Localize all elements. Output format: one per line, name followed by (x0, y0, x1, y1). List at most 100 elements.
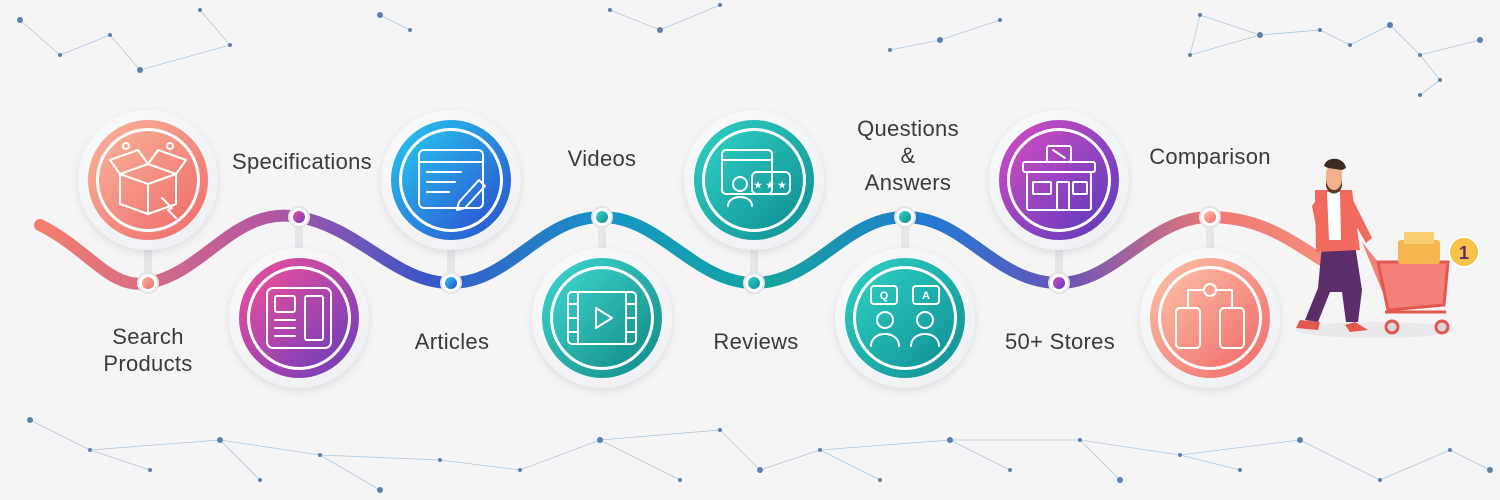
network-link (1189, 34, 1261, 56)
network-link (819, 449, 881, 481)
wave-dot-inner (142, 277, 154, 289)
label-line: Questions (857, 116, 959, 141)
network-node (657, 27, 663, 33)
step-node-stores (989, 110, 1129, 294)
network-node (1238, 468, 1242, 472)
network-link (1179, 454, 1241, 471)
network-node (1438, 78, 1442, 82)
network-node (228, 43, 232, 47)
network-link (1379, 449, 1451, 481)
network-background (17, 3, 1493, 493)
step-label-specifications: Specifications (212, 148, 392, 175)
wave-dot-inner (1204, 211, 1216, 223)
node-core (1010, 131, 1108, 229)
network-node (1188, 53, 1192, 57)
step-node-reviews: ★★★ (684, 110, 824, 294)
network-link (949, 439, 1011, 471)
storefront-icon (1022, 145, 1096, 211)
step-label-reviews: Reviews (696, 328, 816, 355)
compare-phones-icon (1175, 283, 1245, 349)
step-node-search-products (78, 110, 218, 294)
network-node (1448, 448, 1452, 452)
label-line: Reviews (713, 329, 799, 354)
network-node (1318, 28, 1322, 32)
step-node-videos (532, 206, 672, 388)
network-link (439, 459, 521, 471)
network-node (137, 67, 143, 73)
network-node (58, 53, 62, 57)
network-node (1178, 453, 1182, 457)
network-link (319, 454, 441, 461)
network-link (1179, 439, 1301, 456)
network-link (59, 34, 111, 56)
network-link (89, 449, 151, 471)
network-node (1418, 93, 1422, 97)
wave-dot-inner (293, 211, 305, 223)
network-node (518, 468, 522, 472)
network-link (1389, 24, 1421, 56)
cart-count-badge: 1 (1448, 236, 1480, 268)
label-line: Products (103, 351, 193, 376)
label-line: Videos (567, 146, 637, 171)
network-link (219, 439, 321, 456)
label-line: Search (112, 324, 184, 349)
step-node-specifications (229, 206, 369, 388)
shopping-cart-icon (1362, 232, 1450, 335)
svg-text:★: ★ (778, 180, 787, 190)
network-node (878, 478, 882, 482)
network-link (889, 39, 941, 51)
network-node (1487, 467, 1493, 473)
network-link (1079, 439, 1121, 481)
step-label-videos: Videos (542, 145, 662, 172)
svg-text:★: ★ (766, 180, 775, 190)
network-link (1199, 14, 1261, 36)
network-link (1189, 14, 1201, 56)
step-node-articles (381, 110, 521, 294)
step-label-search-products: Search Products (78, 323, 218, 377)
network-node (888, 48, 892, 52)
network-link (1079, 439, 1181, 456)
step-label-articles: Articles (392, 328, 512, 355)
svg-text:A: A (922, 290, 930, 302)
network-node (1198, 13, 1202, 17)
network-link (19, 19, 61, 56)
network-node (377, 487, 383, 493)
network-node (998, 18, 1002, 22)
network-node (258, 478, 262, 482)
network-link (939, 19, 1001, 41)
network-link (89, 439, 221, 451)
network-node (88, 448, 92, 452)
network-node (108, 33, 112, 37)
network-node (438, 458, 442, 462)
wave-dot-inner (596, 211, 608, 223)
article-edit-icon (418, 149, 486, 211)
wave-dot-inner (899, 211, 911, 223)
network-link (1319, 29, 1351, 46)
network-link (219, 439, 261, 481)
wave-dot-inner (445, 277, 457, 289)
network-node (1418, 53, 1422, 57)
network-link (1449, 449, 1491, 471)
network-node (608, 8, 612, 12)
open-box-icon (109, 142, 187, 219)
network-link (1349, 24, 1391, 46)
network-link (1419, 54, 1441, 81)
shopper-with-cart-illustration: 1 (1295, 158, 1480, 338)
network-node (1257, 32, 1263, 38)
node-core (705, 131, 803, 229)
cart-count-text: 1 (1459, 243, 1469, 263)
network-link (759, 449, 821, 471)
label-line: & (900, 143, 916, 168)
network-link (379, 14, 411, 31)
network-node (27, 417, 33, 423)
network-link (1419, 79, 1441, 96)
network-node (1117, 477, 1123, 483)
network-node (1078, 438, 1082, 442)
node-core (402, 131, 500, 229)
step-node-comparison (1140, 206, 1280, 388)
network-link (1259, 29, 1321, 36)
network-link (719, 429, 761, 471)
svg-text:Q: Q (880, 290, 889, 302)
